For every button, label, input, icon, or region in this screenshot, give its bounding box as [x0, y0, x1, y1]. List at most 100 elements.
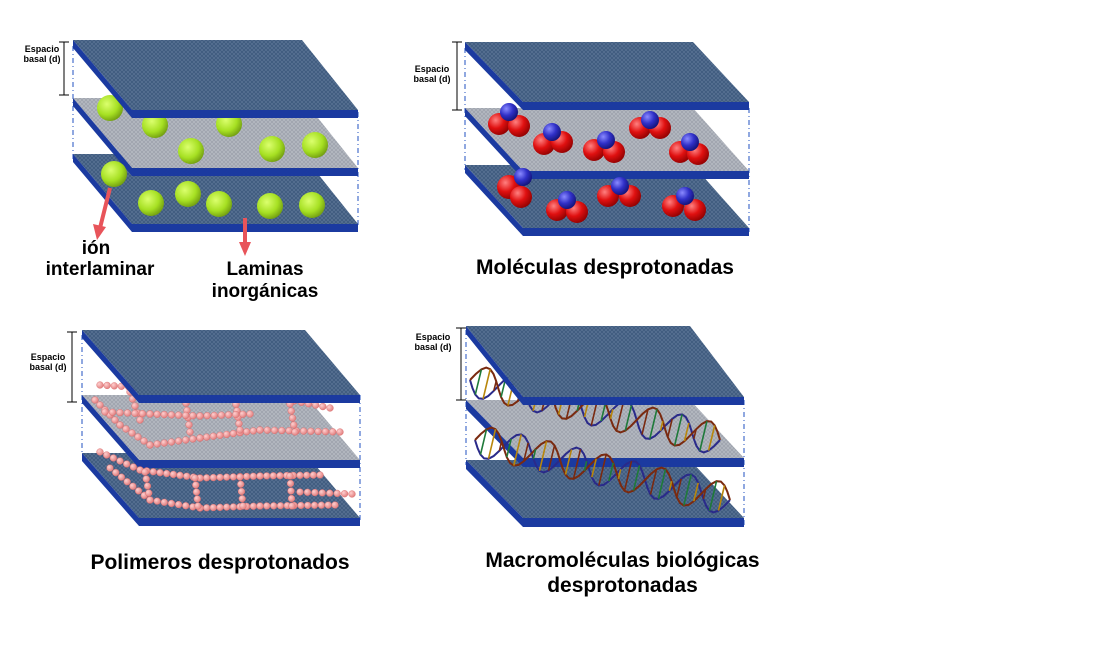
- polymer-bead: [319, 402, 327, 411]
- dna-base-pair: [608, 462, 614, 482]
- polymer-bead: [142, 475, 150, 483]
- polymer-bead: [249, 472, 257, 480]
- polymer-bead: [145, 489, 153, 497]
- ion-pointer-arrow: [93, 187, 112, 240]
- polymer-bead: [131, 409, 139, 417]
- polymer-bead: [193, 495, 201, 503]
- polymer-bead: [216, 473, 224, 481]
- polymer-bead: [249, 427, 257, 435]
- polymer-bead: [249, 502, 257, 510]
- dna-base-pair: [632, 465, 641, 491]
- basal-spacing-line2: basal (d): [414, 342, 452, 352]
- polymer-bead: [276, 472, 284, 480]
- inorganic-sheet-top: [465, 42, 749, 110]
- inorganic-sheet-bottom: [466, 460, 744, 527]
- polymer-bead: [182, 502, 190, 510]
- basal-spacing-line1: Espacio: [24, 44, 60, 54]
- polymer-bead: [153, 440, 161, 448]
- dna-base-pair: [699, 421, 708, 451]
- polymer-bead: [238, 495, 246, 503]
- basal-spacing-line1: Espacio: [414, 64, 450, 74]
- basal-spacing-line1: Espacio: [30, 352, 66, 362]
- inorganic-sheet-top: [73, 40, 358, 118]
- polymer-bead: [303, 471, 311, 479]
- polymer-bead: [167, 499, 176, 508]
- polymer-bead: [229, 429, 237, 438]
- polymer-bead: [169, 470, 177, 479]
- polymer-bead: [189, 412, 197, 420]
- basal-spacing-bracket: [456, 327, 466, 401]
- dna-base-pair: [583, 461, 588, 471]
- panel-biological-macromolecules: [456, 326, 745, 527]
- polymer-bead: [129, 482, 137, 490]
- polymer-bead: [146, 441, 154, 449]
- dna-base-pair: [532, 449, 537, 459]
- polymer-bead: [310, 501, 319, 509]
- polymer-bead: [287, 487, 295, 495]
- polymer-bead: [324, 501, 332, 509]
- polymer-bead: [163, 469, 171, 478]
- polymer-bead: [256, 472, 264, 480]
- polymer-bead: [223, 503, 231, 511]
- polymer-bead: [138, 410, 147, 418]
- polymer-bead: [96, 448, 104, 456]
- polymer-bead: [123, 478, 131, 486]
- macromolecules-caption-line1: Macromoléculas biológicas: [485, 549, 760, 572]
- polymer-bead: [269, 472, 277, 480]
- polymer-bead: [304, 501, 312, 509]
- polymer-bead: [91, 396, 99, 404]
- dna-base-pair: [676, 478, 682, 498]
- polymer-bead: [232, 410, 240, 419]
- polymer-bead: [263, 472, 271, 480]
- dna-base-pair: [523, 442, 529, 462]
- polymer-bead: [134, 487, 143, 495]
- dna-base-pair: [624, 405, 633, 431]
- interlayer-ion-label-line1: ión: [81, 238, 111, 259]
- polymer-bead: [112, 468, 120, 477]
- dna-base-pair: [572, 449, 582, 479]
- polymer-bead: [288, 414, 297, 422]
- polymer-bead: [167, 411, 176, 419]
- polymer-bead: [256, 502, 264, 510]
- dna-base-pair: [641, 409, 649, 435]
- dna-base-pair: [668, 481, 673, 491]
- polymer-bead: [174, 437, 183, 445]
- polymer-bead: [270, 502, 278, 510]
- dna-base-pair: [479, 429, 488, 455]
- polymer-chains-lower: [96, 448, 356, 512]
- basal-spacing-line2: basal (d): [23, 54, 61, 64]
- inorganic-sheets-label-line2: inorgánicas: [211, 281, 319, 302]
- polymer-bead: [321, 428, 330, 436]
- polymer-bead: [183, 472, 191, 480]
- polymer-bead: [286, 479, 295, 488]
- polymer-bead: [109, 454, 117, 462]
- nitrate-molecules-upper: [488, 103, 709, 165]
- interlayer-ion-label-line2: interlaminar: [45, 259, 155, 280]
- polymer-bead: [270, 426, 279, 434]
- dna-base-pair: [482, 369, 491, 399]
- polymer-bead: [123, 460, 131, 468]
- polymer-bead: [192, 488, 201, 496]
- dna-base-pair: [683, 422, 690, 442]
- basal-spacing-label: Espacio basal (d): [24, 352, 72, 372]
- polymer-bead: [128, 429, 136, 437]
- polymer-bead: [291, 428, 299, 436]
- dna-base-pair: [538, 441, 548, 471]
- polymer-bead: [209, 503, 217, 512]
- dna-base-pair: [498, 441, 503, 451]
- dna-base-pair: [683, 474, 692, 506]
- dna-base-pair: [693, 429, 697, 439]
- basal-spacing-label: Espacio basal (d): [409, 332, 457, 352]
- polymer-bead: [333, 489, 341, 498]
- basal-spacing-bracket: [59, 41, 69, 96]
- polymer-bead: [216, 503, 224, 511]
- inorganic-sheet-top: [82, 330, 360, 403]
- polymer-bead: [317, 501, 325, 509]
- polymer-bead: [156, 469, 164, 477]
- polymer-bead: [191, 474, 199, 482]
- dna-base-pair: [487, 429, 497, 459]
- dna-base-pair: [598, 454, 607, 486]
- polymer-bead: [340, 490, 349, 498]
- polymer-bead: [290, 421, 298, 429]
- polymer-bead: [216, 431, 224, 439]
